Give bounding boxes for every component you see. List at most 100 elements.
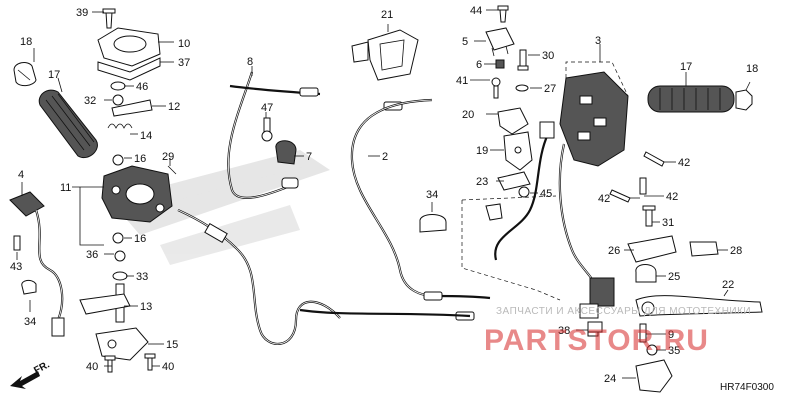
bracket-20 bbox=[497, 107, 529, 135]
callout-24: 24 bbox=[604, 373, 616, 385]
switch-housing-3 bbox=[559, 61, 629, 167]
bolt-9 bbox=[639, 323, 647, 343]
callout-40-right: 40 bbox=[162, 361, 174, 373]
callout-17-right: 17 bbox=[680, 61, 692, 73]
connector-38 bbox=[587, 321, 603, 333]
callout-8: 8 bbox=[247, 56, 253, 68]
screw-42-b bbox=[609, 189, 631, 203]
pin-29 bbox=[167, 165, 177, 175]
callout-16-upper: 16 bbox=[134, 153, 146, 165]
pin-30 bbox=[517, 49, 529, 71]
grip-right bbox=[647, 85, 735, 113]
bolt-31 bbox=[642, 205, 656, 227]
callout-13: 13 bbox=[140, 301, 152, 313]
callout-28: 28 bbox=[730, 245, 742, 257]
wire-clip-34-center bbox=[419, 214, 447, 233]
callout-42-a: 42 bbox=[678, 157, 690, 169]
callout-6: 6 bbox=[476, 59, 482, 71]
lever-shaft-13 bbox=[79, 283, 131, 323]
leader-lines-right bbox=[470, 9, 751, 379]
callout-34-center: 34 bbox=[426, 189, 438, 201]
throttle-cover bbox=[97, 27, 161, 81]
callout-42-b: 42 bbox=[598, 193, 610, 205]
brake-cable-2 bbox=[299, 98, 491, 321]
wire-clip-34-left bbox=[21, 279, 37, 295]
callout-19: 19 bbox=[476, 145, 488, 157]
callout-18-right: 18 bbox=[746, 63, 758, 75]
callout-10: 10 bbox=[178, 38, 190, 50]
callout-32: 32 bbox=[84, 95, 96, 107]
callout-42-c: 42 bbox=[666, 191, 678, 203]
screw-42-c bbox=[639, 177, 647, 195]
callout-20: 20 bbox=[462, 109, 474, 121]
dashed-reference-lines bbox=[461, 195, 561, 301]
front-direction-arrow bbox=[10, 371, 40, 389]
callout-23: 23 bbox=[476, 176, 488, 188]
grommet-45 bbox=[518, 186, 530, 198]
grip-end-cap-right bbox=[735, 89, 753, 111]
front-direction-label: FR. bbox=[32, 359, 52, 376]
watermark-caption: ЗАПЧАСТИ И АКСЕССУАРЫ ДЛЯ МОТОТЕХНИКИ bbox=[496, 306, 751, 317]
spring-14 bbox=[107, 123, 133, 129]
callout-14: 14 bbox=[140, 130, 152, 142]
callout-11: 11 bbox=[60, 182, 71, 194]
cover-21 bbox=[351, 29, 419, 81]
bracket-15 bbox=[95, 327, 149, 361]
callout-37: 37 bbox=[178, 57, 190, 69]
cable-clamp-7 bbox=[275, 140, 297, 165]
bolt-41 bbox=[491, 77, 501, 99]
callout-36: 36 bbox=[86, 249, 98, 261]
plate-23 bbox=[497, 171, 531, 191]
callout-40-left: 40 bbox=[86, 361, 98, 373]
plate-12 bbox=[111, 99, 153, 117]
callout-15: 15 bbox=[166, 339, 178, 351]
throttle-housing bbox=[101, 165, 173, 223]
bolt-40-right bbox=[144, 353, 156, 371]
washer-16-upper bbox=[112, 154, 124, 166]
bracket-19 bbox=[503, 131, 533, 171]
diagram-code: HR74F0300 bbox=[720, 382, 774, 393]
bolt-40-left bbox=[104, 355, 116, 373]
nut-36 bbox=[114, 250, 126, 262]
callout-27: 27 bbox=[544, 83, 556, 95]
screw-44 bbox=[497, 5, 509, 23]
callout-41: 41 bbox=[456, 75, 468, 87]
screw-43 bbox=[13, 235, 21, 251]
washer-27 bbox=[515, 84, 529, 92]
washer-16-lower bbox=[112, 232, 124, 244]
callout-17-left: 17 bbox=[48, 69, 60, 81]
leader-lines-center bbox=[251, 24, 433, 212]
bolt-47 bbox=[261, 117, 273, 142]
callout-33: 33 bbox=[136, 271, 148, 283]
grip-left bbox=[38, 89, 98, 158]
callout-46: 46 bbox=[136, 81, 148, 93]
callout-47: 47 bbox=[261, 102, 273, 114]
relay-5 bbox=[485, 27, 515, 57]
bracket-26 bbox=[627, 235, 677, 263]
switch-4 bbox=[9, 191, 65, 337]
washer-33 bbox=[112, 271, 128, 281]
callout-45: 45 bbox=[540, 188, 552, 200]
callout-31: 31 bbox=[662, 217, 674, 229]
callout-18-left: 18 bbox=[20, 36, 32, 48]
callout-39: 39 bbox=[76, 7, 88, 19]
callout-7: 7 bbox=[306, 151, 312, 163]
callout-35: 35 bbox=[668, 345, 680, 357]
callout-29: 29 bbox=[162, 151, 174, 163]
washer-46 bbox=[110, 81, 126, 91]
bracket-24 bbox=[635, 359, 673, 393]
nut-32 bbox=[112, 94, 124, 106]
screw-39 bbox=[102, 8, 116, 29]
clip-6 bbox=[495, 59, 505, 69]
watermark-site: PARTSTOR.RU bbox=[484, 324, 709, 357]
callout-4: 4 bbox=[18, 169, 24, 181]
callout-2: 2 bbox=[382, 151, 388, 163]
callout-22: 22 bbox=[722, 279, 734, 291]
callout-30: 30 bbox=[542, 50, 554, 62]
group-bracket-11 bbox=[72, 186, 104, 246]
throttle-cable-8 bbox=[177, 71, 341, 346]
callout-43: 43 bbox=[10, 261, 22, 273]
callout-5: 5 bbox=[462, 36, 468, 48]
callout-26: 26 bbox=[608, 245, 620, 257]
